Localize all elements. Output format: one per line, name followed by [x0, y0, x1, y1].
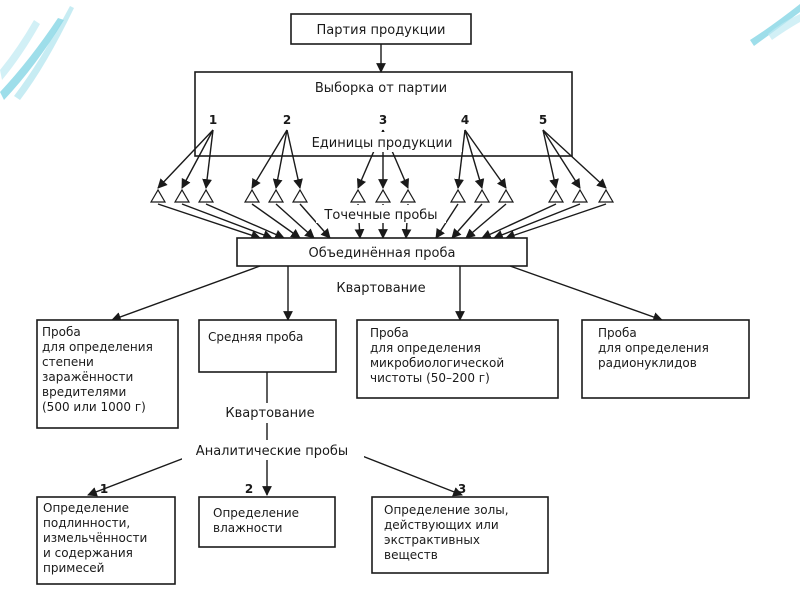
analytical-number-1: 1 — [100, 482, 108, 496]
analytical-samples-label: Аналитические пробы — [196, 444, 348, 459]
decorative-accent-left — [0, 6, 74, 100]
batch-box — [290, 13, 472, 45]
micro-sample-text: Проба для определения микробиологической… — [370, 326, 508, 385]
moisture-text: Определение влажности — [213, 506, 303, 535]
decorative-accent-right — [750, 4, 800, 46]
unit-number-3: 3 — [379, 113, 387, 127]
unit-number-1: 1 — [209, 113, 217, 127]
authenticity-box — [36, 496, 176, 585]
pest-sample-text: Проба для определения степени заражённос… — [42, 325, 157, 414]
average-sample-text: Средняя проба — [208, 330, 303, 344]
unit-number-2: 2 — [283, 113, 291, 127]
pest-sample-box — [36, 319, 179, 429]
ash-box — [371, 496, 549, 574]
quartering-label-1: Квартование — [336, 281, 425, 296]
combined-to-samples-arrows — [111, 265, 663, 322]
average-sample-box — [198, 319, 337, 373]
radio-sample-text: Проба для определения радионуклидов — [598, 326, 713, 370]
sample-frame-title: Выборка от партии — [315, 81, 447, 96]
combined-sample-label: Объединённая проба — [309, 246, 456, 261]
ash-text: Определение золы, действующих или экстра… — [384, 503, 512, 562]
unit-number-5: 5 — [539, 113, 547, 127]
micro-sample-box — [356, 319, 559, 399]
units-label: Единицы продукции — [312, 136, 453, 151]
point-samples-label: Точечные пробы — [323, 208, 437, 223]
point-to-combined-arrows — [157, 203, 607, 240]
unit-number-4: 4 — [461, 113, 469, 127]
analytical-number-2: 2 — [245, 482, 253, 496]
combined-sample-box — [236, 237, 528, 267]
quartering-label-2: Квартование — [225, 406, 314, 421]
analytical-arrows — [87, 451, 463, 497]
analytical-number-3: 3 — [458, 482, 466, 496]
batch-label: Партия продукции — [317, 23, 446, 38]
radio-sample-box — [581, 319, 750, 399]
point-sample-triangles — [149, 188, 615, 203]
authenticity-text: Определение подлинности, измельчённости … — [43, 501, 151, 575]
moisture-box — [198, 496, 336, 548]
unit-to-point-arrows — [157, 129, 607, 189]
